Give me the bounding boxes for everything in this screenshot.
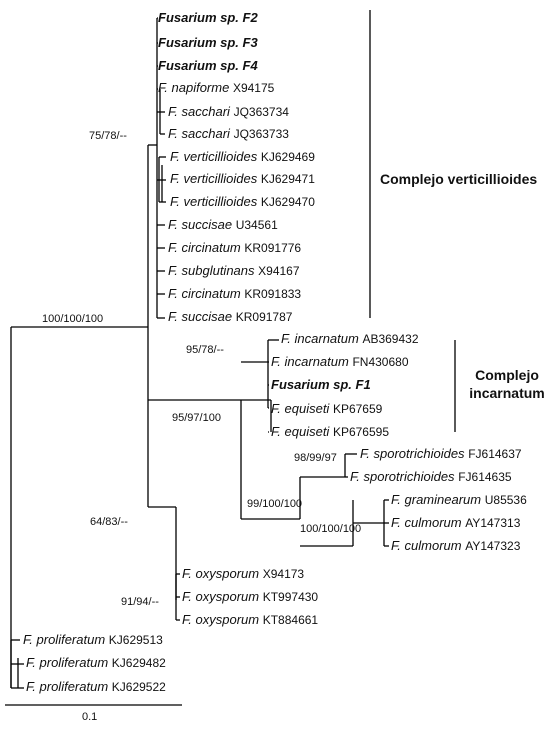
taxon-label: F. verticillioides KJ629471 xyxy=(170,171,315,186)
support-value: 100/100/100 xyxy=(300,523,362,535)
taxon-label: F. verticillioides KJ629469 xyxy=(170,149,315,164)
support-value: 95/97/100 xyxy=(172,412,221,424)
support-value: 64/83/-- xyxy=(90,516,128,528)
taxon-label: F. equiseti KP67659 xyxy=(271,401,383,416)
taxon-label: F. sporotrichioides FJ614635 xyxy=(350,469,512,484)
taxon-label: F. succisae U34561 xyxy=(168,217,278,232)
support-value: 95/78/-- xyxy=(186,344,224,356)
taxon-label: Fusarium sp. F4 xyxy=(158,58,258,73)
taxon-label: F. sacchari JQ363734 xyxy=(168,104,289,119)
support-value: 99/100/100 xyxy=(247,498,303,510)
taxon-label: F. sporotrichioides FJ614637 xyxy=(360,446,522,461)
scale-bar-label: 0.1 xyxy=(82,711,98,723)
support-value: 100/100/100 xyxy=(42,313,104,325)
taxon-label: F. circinatum KR091776 xyxy=(168,240,302,255)
taxon-label: F. proliferatum KJ629522 xyxy=(26,679,166,694)
taxon-label: Fusarium sp. F1 xyxy=(271,377,371,392)
taxon-label: F. incarnatum FN430680 xyxy=(271,354,409,369)
taxon-label: F. napiforme X94175 xyxy=(158,80,275,95)
taxon-label: F. sacchari JQ363733 xyxy=(168,126,289,141)
support-value: 75/78/-- xyxy=(89,130,127,142)
taxon-label: Fusarium sp. F2 xyxy=(158,10,258,25)
taxon-label: F. oxysporum KT997430 xyxy=(182,589,319,604)
taxon-label: F. proliferatum KJ629482 xyxy=(26,655,166,670)
clade-label-incarnatum: Complejo incarnatum xyxy=(469,367,545,401)
taxon-label: F. proliferatum KJ629513 xyxy=(23,632,163,647)
taxon-label: F. equiseti KP676595 xyxy=(271,424,390,439)
taxon-label: F. oxysporum KT884661 xyxy=(182,612,319,627)
taxon-label: F. incarnatum AB369432 xyxy=(281,331,419,346)
clade-label-verticillioides: Complejo verticillioides xyxy=(380,171,538,187)
support-value: 91/94/-- xyxy=(121,596,159,608)
taxon-label: F. succisae KR091787 xyxy=(168,309,293,324)
taxon-label: F. circinatum KR091833 xyxy=(168,286,302,301)
taxon-label: F. culmorum AY147313 xyxy=(391,515,521,530)
taxon-label: F. graminearum U85536 xyxy=(391,492,527,507)
taxon-label: F. oxysporum X94173 xyxy=(182,566,305,581)
taxon-label: Fusarium sp. F3 xyxy=(158,35,258,50)
support-value: 98/99/97 xyxy=(294,452,337,464)
taxon-label: F. subglutinans X94167 xyxy=(168,263,300,278)
taxon-label: F. culmorum AY147323 xyxy=(391,538,521,553)
taxon-label: F. verticillioides KJ629470 xyxy=(170,194,315,209)
